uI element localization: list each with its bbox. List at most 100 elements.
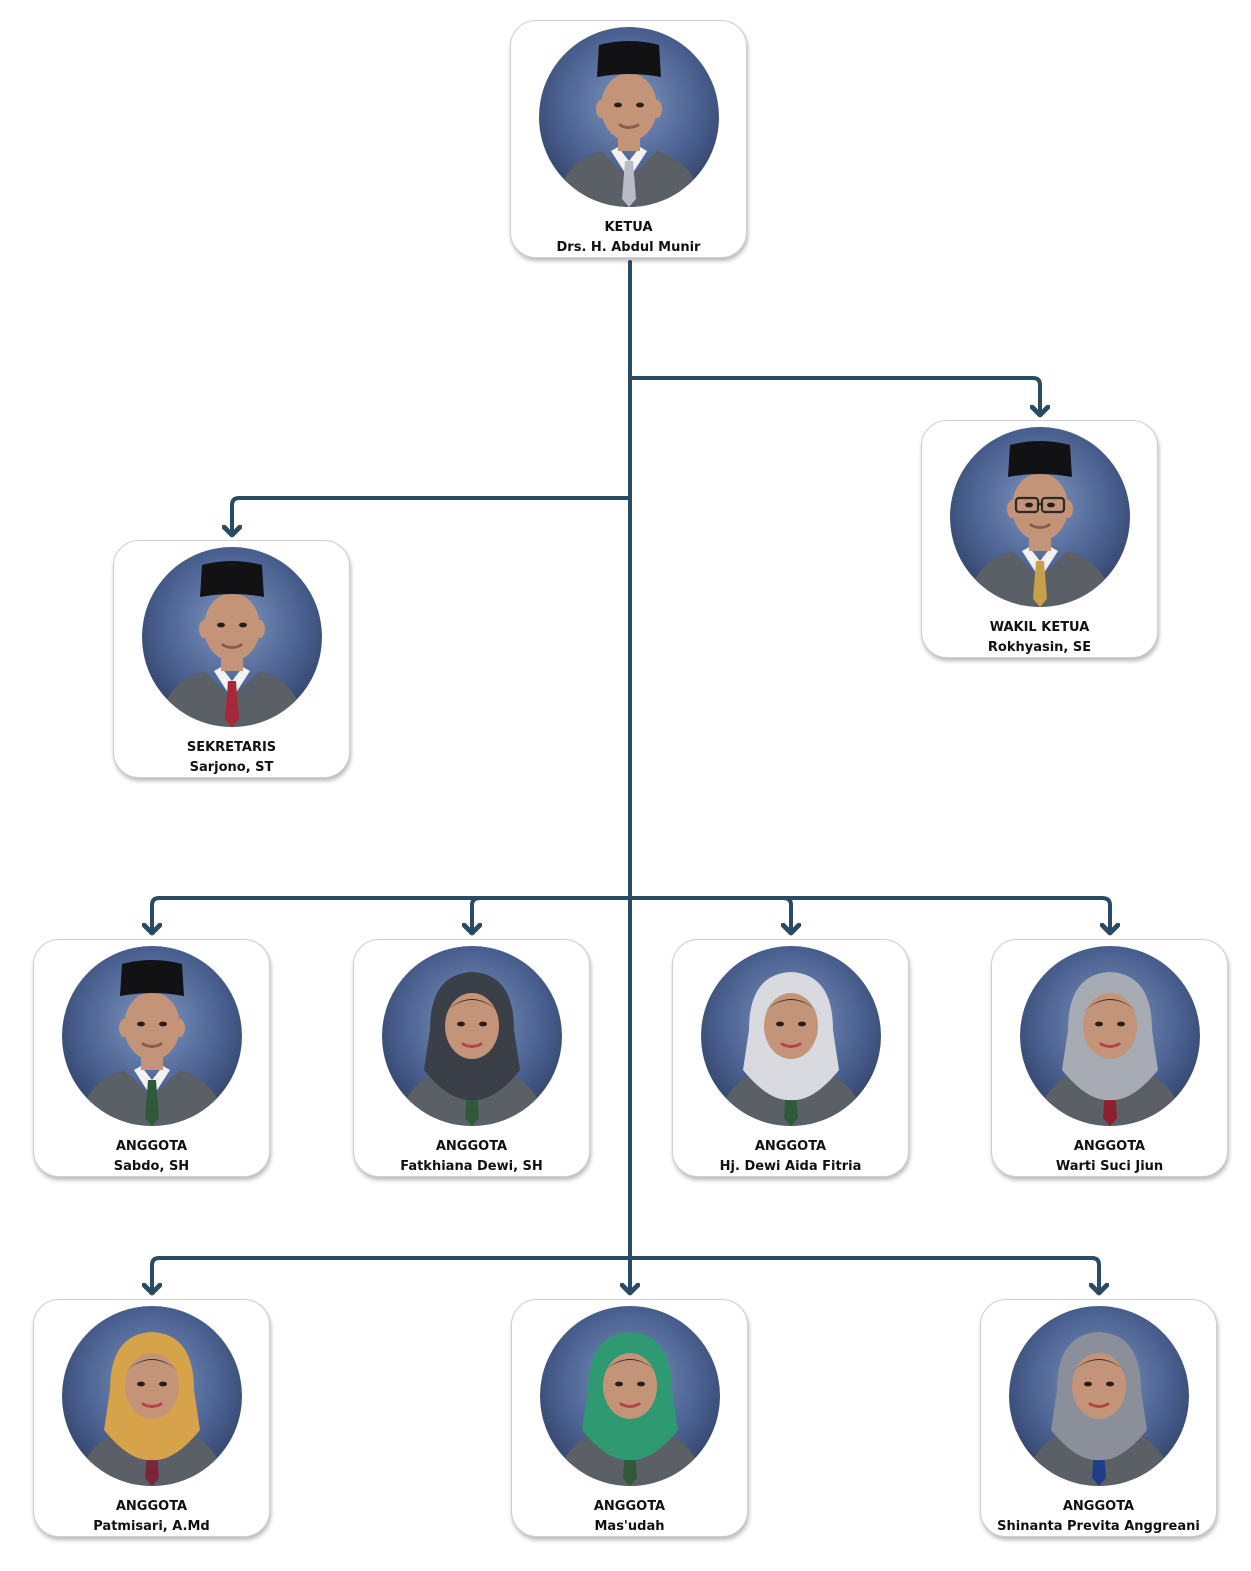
eye-shape xyxy=(159,1021,167,1027)
member-name: Fatkhiana Dewi, SH xyxy=(400,1159,543,1174)
member-role: ANGGOTA xyxy=(115,1139,188,1154)
eye-shape xyxy=(1084,1381,1092,1387)
face-shape xyxy=(603,1353,657,1419)
card-sekretaris: SEKRETARIS Sarjono, ST xyxy=(113,540,350,778)
ear-shape xyxy=(199,620,209,638)
mouth-shape xyxy=(141,1402,163,1408)
tie-shape xyxy=(225,681,239,727)
mouth-shape xyxy=(780,1042,802,1048)
peci-cap-shape xyxy=(200,561,264,597)
member-photo xyxy=(701,946,881,1126)
card-anggota-sabdo: ANGGOTA Sabdo, SH xyxy=(33,939,270,1177)
inner-ciput-shape xyxy=(445,999,499,1012)
inner-ciput-shape xyxy=(1083,999,1137,1012)
eye-shape xyxy=(798,1021,806,1027)
mouth-shape xyxy=(618,123,640,129)
mouth-shape xyxy=(141,1042,163,1048)
face-shape xyxy=(601,73,657,141)
member-role: KETUA xyxy=(604,220,653,235)
peci-cap-shape xyxy=(120,960,184,996)
card-anggota-warti: ANGGOTA Warti Suci Jiun xyxy=(991,939,1228,1177)
peci-cap-shape xyxy=(1008,441,1072,477)
tie-shape xyxy=(1033,561,1047,607)
connector-anggota-1 xyxy=(152,896,159,933)
connector-anggota-5 xyxy=(152,1256,159,1293)
member-photo xyxy=(142,547,322,727)
connector-sekretaris xyxy=(232,496,632,535)
card-wakil-ketua: WAKIL KETUA Rokhyasin, SE xyxy=(921,420,1158,658)
mouth-shape xyxy=(1099,1042,1121,1048)
face-shape xyxy=(204,593,260,661)
mouth-shape xyxy=(1029,523,1051,529)
tie-shape xyxy=(622,161,636,207)
mouth-shape xyxy=(221,643,243,649)
eye-shape xyxy=(239,622,247,628)
face-shape xyxy=(1012,473,1068,541)
eye-shape xyxy=(457,1021,465,1027)
member-role: WAKIL KETUA xyxy=(989,620,1090,635)
inner-ciput-shape xyxy=(764,999,818,1012)
ear-shape xyxy=(119,1019,129,1037)
eye-shape xyxy=(636,102,644,108)
member-role: SEKRETARIS xyxy=(186,740,277,755)
member-role: ANGGOTA xyxy=(1073,1139,1146,1154)
eye-shape xyxy=(1047,502,1055,508)
mouth-shape xyxy=(461,1042,483,1048)
connector-anggota-3 xyxy=(784,896,791,933)
eye-shape xyxy=(776,1021,784,1027)
eye-shape xyxy=(615,1381,623,1387)
eye-shape xyxy=(1095,1021,1103,1027)
eye-shape xyxy=(217,622,225,628)
card-anggota-patmisari: ANGGOTA Patmisari, A.Md xyxy=(33,1299,270,1537)
connector-wakil-ketua xyxy=(628,376,1040,415)
eye-shape xyxy=(479,1021,487,1027)
face-shape xyxy=(125,1353,179,1419)
member-name: Sarjono, ST xyxy=(189,760,274,775)
eye-shape xyxy=(1106,1381,1114,1387)
eye-shape xyxy=(137,1381,145,1387)
member-name: Sabdo, SH xyxy=(113,1159,190,1174)
card-anggota-dewi-aida: ANGGOTA Hj. Dewi Aida Fitria xyxy=(672,939,909,1177)
ear-shape xyxy=(175,1019,185,1037)
face-shape xyxy=(1072,1353,1126,1419)
member-role: ANGGOTA xyxy=(754,1139,827,1154)
inner-ciput-shape xyxy=(603,1359,657,1372)
eye-shape xyxy=(1025,502,1033,508)
member-name: Drs. H. Abdul Munir xyxy=(556,240,701,255)
mouth-shape xyxy=(1088,1402,1110,1408)
member-photo xyxy=(539,27,719,207)
face-shape xyxy=(445,993,499,1059)
card-ketua: KETUA Drs. H. Abdul Munir xyxy=(510,20,747,258)
eye-shape xyxy=(1117,1021,1125,1027)
member-photo xyxy=(62,946,242,1126)
ear-shape xyxy=(596,100,606,118)
member-name: Hj. Dewi Aida Fitria xyxy=(719,1159,862,1174)
member-role: ANGGOTA xyxy=(435,1139,508,1154)
member-photo xyxy=(1009,1306,1189,1486)
member-name: Rokhyasin, SE xyxy=(987,640,1092,655)
member-role: ANGGOTA xyxy=(115,1499,188,1514)
member-role: ANGGOTA xyxy=(593,1499,666,1514)
member-photo xyxy=(382,946,562,1126)
member-role: ANGGOTA xyxy=(1062,1499,1135,1514)
eye-shape xyxy=(159,1381,167,1387)
peci-cap-shape xyxy=(597,41,661,77)
ear-shape xyxy=(1063,500,1073,518)
member-photo xyxy=(540,1306,720,1486)
ear-shape xyxy=(255,620,265,638)
connector-anggota-4 xyxy=(1100,896,1110,933)
mouth-shape xyxy=(619,1402,641,1408)
face-shape xyxy=(124,992,180,1060)
card-anggota-shinanta: ANGGOTA Shinanta Previta Anggreani xyxy=(980,1299,1217,1537)
tie-shape xyxy=(145,1080,159,1126)
eye-shape xyxy=(137,1021,145,1027)
eye-shape xyxy=(637,1381,645,1387)
member-photo xyxy=(1020,946,1200,1126)
face-shape xyxy=(764,993,818,1059)
member-photo xyxy=(62,1306,242,1486)
inner-ciput-shape xyxy=(1072,1359,1126,1372)
connector-anggota-2 xyxy=(472,896,482,933)
ear-shape xyxy=(1007,500,1017,518)
member-name: Shinanta Previta Anggreani xyxy=(997,1519,1200,1534)
inner-ciput-shape xyxy=(125,1359,179,1372)
